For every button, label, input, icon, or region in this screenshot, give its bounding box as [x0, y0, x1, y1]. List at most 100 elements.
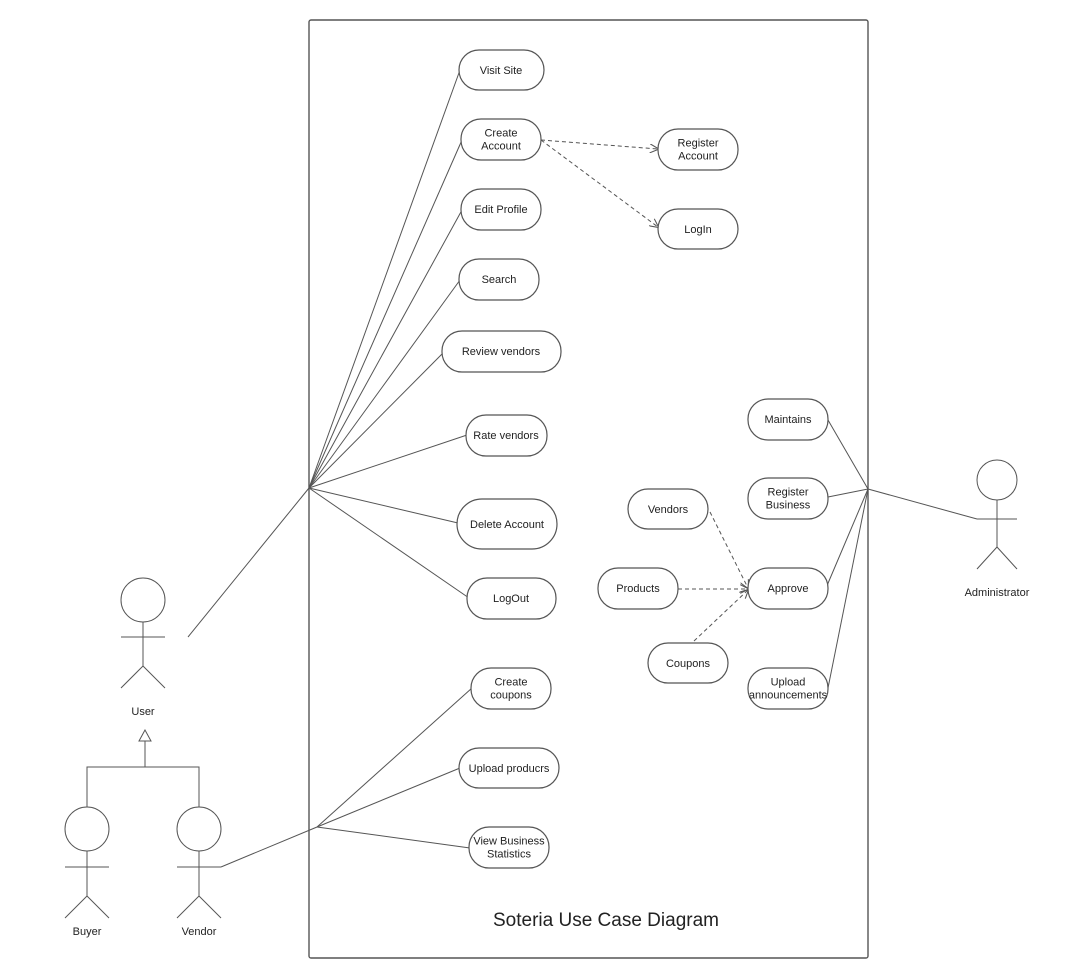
line-admin-hub [867, 488, 978, 520]
line-hub-logout [308, 487, 470, 599]
use-case-label-line: Account [481, 141, 521, 153]
actor-buyer-leg-right [86, 895, 110, 919]
use-case-label-line: Register [768, 487, 809, 499]
generalization-buyer-branch [86, 766, 200, 808]
use-case-label: Delete Account [470, 519, 544, 531]
use-case-edit-profile[interactable]: Edit Profile [460, 188, 542, 231]
use-case-label-line: Approve [768, 583, 809, 595]
use-case-label: Products [616, 583, 660, 595]
use-case-upload-products[interactable]: Upload producrs [458, 747, 560, 789]
use-case-label-line: Account [678, 151, 718, 163]
line-hub-review-vendors [308, 351, 445, 489]
use-case-label: Coupons [666, 658, 711, 670]
line-hub-maintains [827, 419, 869, 490]
use-case-delete-account[interactable]: Delete Account [456, 498, 558, 550]
use-case-products[interactable]: Products [597, 567, 679, 610]
use-case-label: LogIn [684, 224, 712, 236]
use-case-label-line: announcements [749, 690, 828, 702]
diagram-title: Soteria Use Case Diagram [493, 910, 719, 931]
actor-buyer-label: Buyer [73, 926, 102, 938]
use-case-label: Rate vendors [473, 430, 539, 442]
use-case-label-line: Create [494, 677, 527, 689]
arrow-vendors-approve [709, 511, 748, 588]
use-case-review-vendors[interactable]: Review vendors [441, 330, 562, 373]
actor-administrator-leg-left [976, 546, 998, 570]
arrow-create-account-login [540, 139, 658, 227]
use-case-logout[interactable]: LogOut [466, 577, 557, 620]
line-hub-create-account [308, 139, 463, 489]
line-vendor-hub [220, 826, 318, 868]
actor-administrator [976, 459, 1018, 570]
arrow-coupons-approve [693, 590, 748, 642]
use-case-label: Visit Site [480, 65, 523, 77]
actor-administrator-leg-right [996, 546, 1018, 570]
use-case-label-line: Delete Account [470, 519, 544, 531]
line-hub-approve [825, 488, 869, 589]
use-case-label-line: Vendors [648, 504, 689, 516]
dependency-arrows [540, 139, 748, 642]
use-case-label: Search [482, 274, 517, 286]
use-case-coupons[interactable]: Coupons [647, 642, 729, 684]
actor-vendor-leg-left [176, 895, 200, 919]
use-case-visit-site[interactable]: Visit Site [458, 49, 545, 91]
use-case-label-line: Statistics [487, 849, 532, 861]
line-hub-edit-profile [308, 209, 463, 489]
use-case-label-line: Rate vendors [473, 430, 539, 442]
line-hub-search [308, 279, 461, 489]
use-case-label-line: Visit Site [480, 65, 523, 77]
actor-user [120, 577, 166, 689]
actor-vendor-label: Vendor [182, 926, 217, 938]
use-case-label-line: LogIn [684, 224, 712, 236]
use-case-label: LogOut [493, 593, 529, 605]
actor-administrator-head [976, 459, 1018, 501]
association-lines [187, 69, 978, 868]
actor-buyer-head [64, 806, 110, 852]
use-case-label-line: Create [484, 128, 517, 140]
use-case-label-line: Search [482, 274, 517, 286]
line-hub-rate-vendors [308, 434, 468, 489]
use-case-label: Vendors [648, 504, 689, 516]
line-hub-upload-products [316, 767, 461, 828]
actor-buyer-leg-left [64, 895, 88, 919]
line-hub-visit-site [308, 69, 461, 489]
arrow-create-account-register-account [540, 139, 658, 149]
use-case-rate-vendors[interactable]: Rate vendors [465, 414, 548, 457]
use-case-label-line: Edit Profile [474, 204, 527, 216]
line-hub-delete-account [308, 487, 459, 524]
actor-user-leg-left [120, 665, 144, 689]
use-case-label-line: Register [678, 138, 719, 150]
use-case-approve[interactable]: Approve [747, 567, 829, 610]
actor-user-label: User [131, 706, 155, 718]
use-case-vendors[interactable]: Vendors [627, 488, 709, 530]
actor-vendor [176, 806, 222, 919]
use-case-label: Upload producrs [469, 763, 550, 775]
line-user-hub [187, 487, 310, 638]
use-case-label-line: Products [616, 583, 660, 595]
use-case-search[interactable]: Search [458, 258, 540, 301]
line-hub-view-business-statistics [316, 826, 471, 849]
use-case-label-line: Business [766, 500, 811, 512]
generalization-triangle [138, 728, 152, 742]
use-case-label-line: View Business [473, 836, 545, 848]
actor-vendor-head [176, 806, 222, 852]
use-case-label: Maintains [764, 414, 812, 426]
use-case-maintains[interactable]: Maintains [747, 398, 829, 441]
use-case-login[interactable]: LogIn [657, 208, 739, 250]
line-hub-register-business [827, 488, 869, 498]
use-case-label-line: LogOut [493, 593, 529, 605]
actor-vendor-leg-right [198, 895, 222, 919]
use-case-label-line: Upload producrs [469, 763, 550, 775]
actor-administrator-label: Administrator [965, 587, 1030, 599]
